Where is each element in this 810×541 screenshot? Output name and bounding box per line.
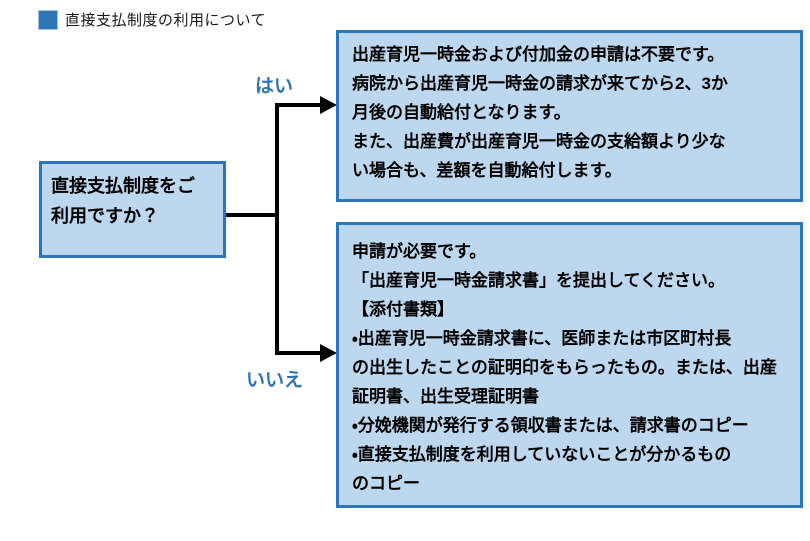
yes-result-box: 出産育児一時金および付加金の申請は不要です。 病院から出産育児一時金の請求が来て… [336, 30, 803, 202]
no-arrow-line [275, 213, 321, 355]
yes-arrowhead-icon [320, 96, 337, 114]
yes-arrow-line [275, 103, 321, 217]
no-arrowhead-icon [320, 344, 337, 362]
page-header: 直接支払制度の利用について [38, 9, 266, 30]
no-result-box: 申請が必要です。 「出産育児一時金請求書」を提出してください。 【添付書類】 ・… [336, 222, 803, 508]
page-title: 直接支払制度の利用について [65, 12, 267, 29]
blue-square-bullet-icon [38, 9, 58, 30]
question-box: 直接支払制度をご 利用ですか？ [39, 161, 226, 258]
no-branch-label: いいえ [246, 370, 304, 391]
yes-branch-label: はい [255, 76, 294, 97]
